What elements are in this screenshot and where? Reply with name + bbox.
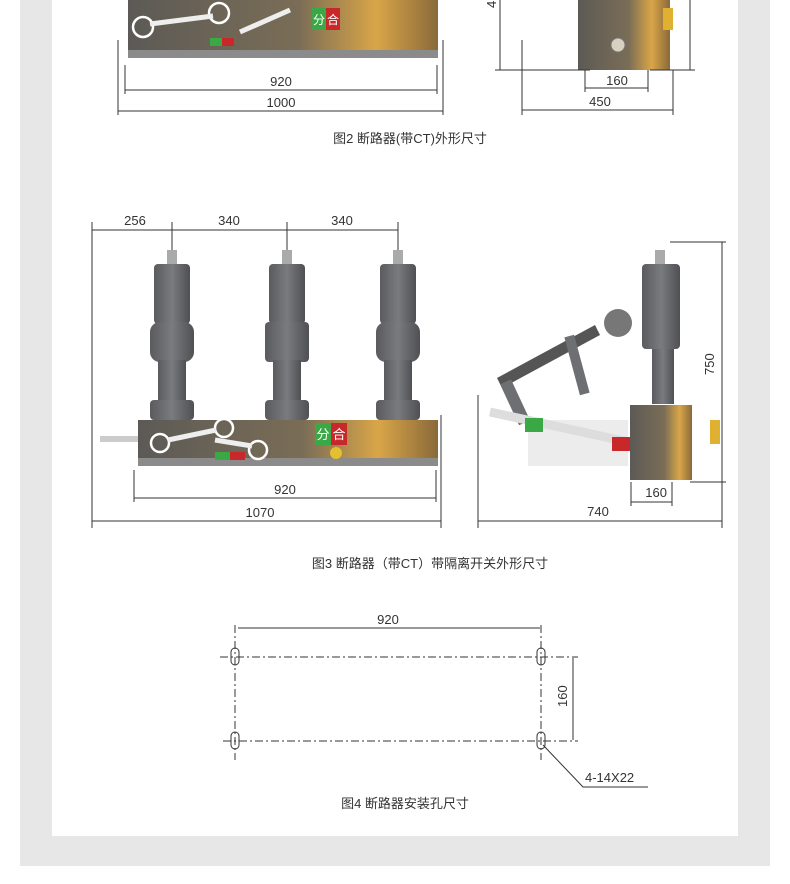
dim-label: 160: [645, 485, 667, 500]
dim-label: 740: [587, 504, 609, 519]
figure-3: 256 340 340: [91, 213, 726, 571]
center-lines: [220, 625, 578, 760]
dim-label: 1000: [267, 95, 296, 110]
side-shaft: [610, 37, 626, 53]
open-label: 分: [316, 427, 329, 442]
insulator-pole-c: [376, 250, 420, 420]
indicator-red: [230, 452, 245, 460]
figure-2: 分 合 920 1000 4 160 450 图2 断路器(带CT)外形尺寸: [117, 0, 695, 146]
dim-label: 450: [589, 94, 611, 109]
base-rail: [128, 50, 438, 58]
operating-handle: [330, 447, 342, 459]
dim-label: 920: [270, 74, 292, 89]
mounting-hole: [230, 731, 240, 750]
lever-ring: [131, 15, 155, 39]
mounting-hole: [230, 647, 240, 666]
breaker-body-front: [128, 0, 438, 52]
linkage-bar: [149, 13, 214, 27]
lever-ring: [149, 432, 171, 454]
breaker-body-front: [138, 420, 438, 458]
dim-label: 340: [218, 213, 240, 228]
indicator-green: [215, 452, 230, 460]
open-indicator: [315, 423, 331, 445]
figure-4: 920 160 4-14X22 图4 断路器安装孔尺寸: [220, 612, 648, 811]
mounting-hole: [536, 731, 546, 750]
side-view: [489, 250, 720, 480]
dim-label: 920: [274, 482, 296, 497]
dim-label: 160: [606, 73, 628, 88]
indicator-green: [210, 38, 222, 46]
close-indicator: [326, 8, 340, 30]
lever-ring: [247, 439, 269, 461]
figure-4-caption: 图4 断路器安装孔尺寸: [341, 796, 469, 811]
dim-label: 340: [331, 213, 353, 228]
dim-label: 750: [702, 353, 717, 375]
insulator-pole-a: [150, 250, 194, 420]
dim-label: 4: [484, 1, 499, 8]
hole-spec-label: 4-14X22: [585, 770, 634, 785]
open-label: 分: [313, 13, 325, 27]
close-label: 合: [327, 12, 339, 27]
dim-label: 1070: [246, 505, 275, 520]
figure-2-caption: 图2 断路器(带CT)外形尺寸: [333, 131, 487, 146]
insulator-pole-b: [265, 250, 309, 420]
shaft: [100, 436, 138, 442]
close-indicator: [331, 423, 347, 445]
terminal: [663, 8, 673, 30]
dim-label: 256: [124, 213, 146, 228]
dim-label: 160: [555, 685, 570, 707]
linkage-bar: [238, 7, 292, 35]
breaker-body-side: [578, 0, 670, 70]
figure-3-caption: 图3 断路器（带CT）带隔离开关外形尺寸: [312, 556, 548, 571]
mounting-hole: [536, 647, 546, 666]
lever-ring: [207, 1, 231, 25]
close-label: 合: [332, 427, 345, 442]
indicator-red: [222, 38, 234, 46]
leader-line: [542, 744, 648, 788]
open-indicator: [312, 8, 326, 30]
base-rail: [138, 458, 438, 466]
dim-label: 920: [377, 612, 399, 627]
